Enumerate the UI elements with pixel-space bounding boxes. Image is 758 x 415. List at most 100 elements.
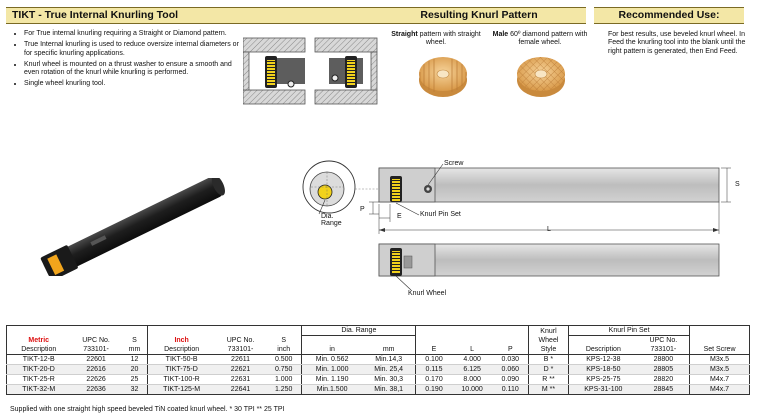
dia-in-header: in (301, 345, 362, 355)
s-inch: 1.000 (266, 374, 302, 385)
dia-range-mm: Min. 38,1 (361, 384, 416, 395)
s-inch: 0.500 (266, 354, 302, 365)
knurl-wheel-header-3: Style (527, 345, 569, 355)
inch-upc: 22611 (214, 354, 267, 365)
straight-pattern-text: pattern with straight wheel. (417, 31, 481, 47)
kps-upc: 28820 (637, 374, 690, 385)
metric-upc-prefix: 733101- (70, 345, 122, 355)
diamond-knurl-wheel-image (517, 57, 565, 97)
dia-range-header: Dia. Range (301, 325, 416, 336)
s-label: S (735, 181, 740, 188)
l-header: L (451, 345, 493, 355)
footnote: Supplied with one straight high speed be… (10, 406, 285, 413)
kps-description: KPS-25-75 (568, 374, 638, 385)
dia-label: Dia. (321, 213, 334, 220)
metric-description: TIKT-20-D (6, 364, 71, 375)
kps-upc: 28805 (637, 364, 690, 375)
kps-description: KPS-12-38 (568, 354, 638, 365)
metric-s-header: S (132, 337, 137, 344)
s-mm: 25 (121, 374, 148, 385)
knurling-cross-section-illustration (243, 37, 378, 105)
e-value: 0.170 (415, 374, 452, 385)
wheel-style: B * (527, 354, 569, 365)
dia-range-in: Min.1.500 (301, 384, 362, 395)
straight-knurl-wheel-image (419, 57, 467, 97)
page-title: TIKT - True Internal Knurling Tool (6, 7, 372, 24)
inch-upc: 22621 (214, 364, 267, 375)
table-row: TIKT-32-M 22636 32 TIKT-125-M 22641 1.25… (6, 384, 750, 395)
inch-description: TIKT-50-B (147, 354, 215, 365)
l-value: 4.000 (451, 354, 493, 365)
kps-description: KPS-31-100 (568, 384, 638, 395)
feature-item: For True internal knurling requiring a S… (24, 30, 242, 39)
knurl-wheel-header-1: Knurl (527, 325, 569, 336)
e-header: E (415, 345, 452, 355)
metric-description: TIKT-32-M (6, 384, 71, 395)
s-inch: 1.250 (266, 384, 302, 395)
set-screw: M4x.7 (689, 384, 750, 395)
knurl-wheel-label: Knurl Wheel (408, 290, 447, 297)
e-value: 0.190 (415, 384, 452, 395)
inch-unit-header: inch (266, 345, 302, 355)
kps-description-header: Description (568, 345, 638, 355)
feature-item: Single wheel knurling tool. (24, 80, 242, 89)
inch-upc-prefix: 733101- (214, 345, 267, 355)
inch-upc-header: UPC No. (226, 337, 255, 344)
metric-description: TIKT-25-R (6, 374, 71, 385)
screw-label: Screw (444, 160, 464, 167)
metric-description: TIKT-12-B (6, 354, 71, 365)
p-value: 0.110 (492, 384, 529, 395)
p-value: 0.030 (492, 354, 529, 365)
inch-upc: 22641 (214, 384, 267, 395)
inch-description: TIKT-100-R (147, 374, 215, 385)
range-label: Range (321, 220, 342, 227)
metric-upc: 22601 (70, 354, 122, 365)
metric-upc-header: UPC No. (82, 337, 110, 344)
l-value: 8.000 (451, 374, 493, 385)
dia-range-mm: Min. 30,3 (361, 374, 416, 385)
recommended-use-text: For best results, use beveled knurl whee… (608, 31, 746, 55)
metric-header: Metric (6, 335, 71, 345)
l-value: 6.125 (451, 364, 493, 375)
feature-list: For True internal knurling requiring a S… (14, 30, 242, 92)
inch-header: Inch (147, 335, 215, 345)
resulting-pattern-heading: Resulting Knurl Pattern (372, 7, 586, 24)
knurl-wheel-header-2: Wheel (527, 335, 569, 345)
kps-upc: 28845 (637, 384, 690, 395)
table-row: TIKT-12-B 22601 12 TIKT-50-B 22611 0.500… (6, 354, 750, 365)
kps-description: KPS-18-50 (568, 364, 638, 375)
male-pattern-text: 60º diamond pattern with female wheel. (508, 31, 588, 47)
e-value: 0.115 (415, 364, 452, 375)
metric-upc: 22636 (70, 384, 122, 395)
dia-range-in: Min. 1.190 (301, 374, 362, 385)
feature-item: True Internal knurling is used to reduce… (24, 41, 242, 58)
set-screw: M3x.5 (689, 364, 750, 375)
dia-range-in: Min. 1.000 (301, 364, 362, 375)
kps-upc-prefix: 733101- (637, 345, 690, 355)
metric-upc: 22616 (70, 364, 122, 375)
diamond-knurl-section (314, 37, 378, 105)
dia-mm-header: mm (361, 345, 416, 355)
metric-description-header: Description (6, 345, 71, 355)
knurl-pin-set-label: Knurl Pin Set (420, 211, 461, 218)
kps-upc-header: UPC No. (649, 337, 678, 344)
p-label: P (360, 206, 365, 213)
set-screw: M3x.5 (689, 354, 750, 365)
inch-description-header: Description (147, 345, 215, 355)
wheel-style: D * (527, 364, 569, 375)
e-value: 0.100 (415, 354, 452, 365)
knurl-pin-set-header: Knurl Pin Set (568, 325, 690, 336)
l-label: L (547, 226, 551, 233)
dimension-drawing (302, 160, 731, 291)
s-inch: 0.750 (266, 364, 302, 375)
dia-range-mm: Min. 25,4 (361, 364, 416, 375)
p-value: 0.060 (492, 364, 529, 375)
p-value: 0.090 (492, 374, 529, 385)
table-row: TIKT-20-D 22616 20 TIKT-75-D 22621 0.750… (6, 364, 750, 375)
metric-upc: 22626 (70, 374, 122, 385)
set-screw: M4x.7 (689, 374, 750, 385)
dia-range-in: Min. 0.562 (301, 354, 362, 365)
s-mm: 20 (121, 364, 148, 375)
straight-knurl-section (243, 37, 306, 105)
l-value: 10.000 (451, 384, 493, 395)
